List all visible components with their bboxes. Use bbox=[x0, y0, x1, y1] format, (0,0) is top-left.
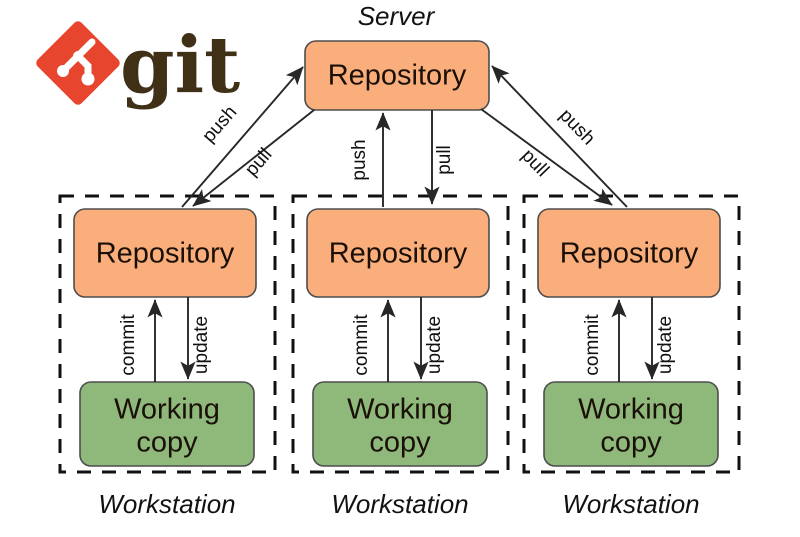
git-logo-node-upper bbox=[73, 51, 83, 61]
workstation-2-repository-box[interactable] bbox=[306, 208, 490, 298]
workstation-1: Repository Working copy commit update pu… bbox=[58, 66, 315, 519]
workstation-2-zone-label: Workstation bbox=[331, 489, 468, 519]
server-label: Server bbox=[358, 1, 436, 31]
workstation-1-pull-label: pull bbox=[241, 144, 276, 180]
workstation-1-zone-label: Workstation bbox=[98, 489, 235, 519]
workstation-1-working-copy-line1: Working bbox=[114, 394, 220, 426]
workstation-2-working-copy-line1: Working bbox=[347, 394, 453, 426]
workstation-3-commit-label: commit bbox=[582, 314, 603, 376]
workstation-3-update-label: update bbox=[655, 316, 676, 374]
workstation-1-working-copy-line2: copy bbox=[136, 427, 198, 459]
workstation-3-working-copy-line1: Working bbox=[578, 394, 684, 426]
workstation-2-commit-label: commit bbox=[351, 314, 372, 376]
git-logo-diamond bbox=[36, 21, 120, 105]
workstation-2-repository-label: Repository bbox=[329, 238, 468, 270]
workstation-1-push-arrow bbox=[181, 66, 304, 208]
workstation-1-repository-label: Repository bbox=[96, 238, 235, 270]
server-repository-label: Repository bbox=[328, 60, 467, 92]
git-logo-node-lower bbox=[57, 65, 69, 77]
workstation-1-update-label: update bbox=[191, 316, 212, 374]
workstation-2-working-copy-line2: copy bbox=[369, 427, 431, 459]
git-wordmark: git bbox=[120, 20, 240, 111]
git-logo-icon bbox=[36, 21, 120, 105]
workstation-3-push-label: push bbox=[555, 105, 599, 149]
workstation-3-zone-label: Workstation bbox=[562, 489, 699, 519]
server-repository-box[interactable] bbox=[304, 40, 490, 111]
workstation-1-repository-box[interactable] bbox=[73, 208, 257, 298]
git-logo-node-right bbox=[81, 72, 95, 86]
workstation-2-update-label: update bbox=[424, 316, 445, 374]
workstation-3-push-arrow bbox=[491, 65, 628, 208]
workstation-1-working-copy-box[interactable] bbox=[79, 381, 255, 467]
workstation-2-boundary bbox=[291, 194, 510, 474]
workstation-2-pull-label: pull bbox=[434, 145, 455, 175]
workstation-1-pull-arrow bbox=[192, 109, 315, 207]
workstation-3-boundary bbox=[522, 194, 741, 474]
workstation-3-pull-label: pull bbox=[517, 145, 553, 181]
workstation-3-repository-box[interactable] bbox=[537, 208, 721, 298]
workstation-2: Repository Working copy commit update pu… bbox=[291, 110, 510, 519]
workstation-1-commit-label: commit bbox=[118, 314, 139, 376]
workstation-3-repository-label: Repository bbox=[560, 238, 699, 270]
workstation-3: Repository Working copy commit update pu… bbox=[480, 65, 741, 519]
workstation-2-working-copy-box[interactable] bbox=[312, 381, 488, 467]
workstation-3-working-copy-line2: copy bbox=[600, 427, 662, 459]
workstation-1-boundary bbox=[58, 194, 277, 474]
workstation-3-working-copy-box[interactable] bbox=[543, 381, 719, 467]
workstation-2-push-label: push bbox=[349, 139, 370, 180]
workstation-3-pull-arrow bbox=[480, 108, 613, 206]
